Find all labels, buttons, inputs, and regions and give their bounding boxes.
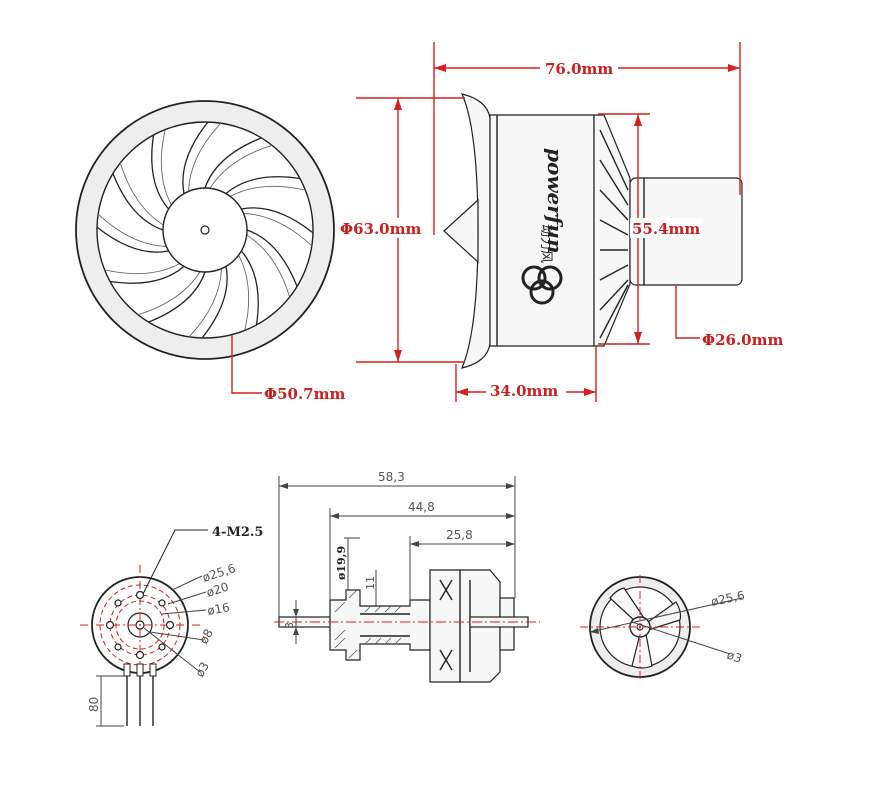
prop-adapter <box>329 589 431 661</box>
screw-spec-label: 4-M2.5 <box>212 525 263 540</box>
rotor-blade-edge <box>137 271 201 316</box>
section-hatching <box>334 589 402 659</box>
spinner-cone <box>443 198 479 264</box>
motor-diameter-label: Φ26.0mm <box>702 331 783 349</box>
rotor-blade-edge <box>229 185 306 197</box>
rotor-blade <box>110 265 185 284</box>
rotor-blade <box>112 173 164 231</box>
rotor-blade <box>201 266 228 339</box>
len-44-8-label: 44,8 <box>408 500 435 514</box>
dim-body-length: 34.0mm <box>455 346 597 402</box>
d-20-label: ø20 <box>205 580 231 600</box>
brand-name: powerfun <box>543 148 567 254</box>
motor-bell <box>429 569 501 683</box>
rotor-blade-edge <box>246 234 291 298</box>
rotor-blade <box>240 250 259 325</box>
rotor-blade-edge <box>104 263 181 275</box>
stator-vanes <box>599 129 629 339</box>
rear-d-3-label: ø3 <box>725 648 744 666</box>
dim-body-diameter: 55.4mm <box>598 113 702 345</box>
rotor-blade <box>148 271 206 323</box>
dim-shaft-3: 3 <box>283 600 299 644</box>
d-3-label: ø3 <box>192 660 212 680</box>
d-8-label: ø8 <box>196 627 216 647</box>
rotor-diameter-callout: Φ50.7mm <box>231 335 345 403</box>
rotor-blade-edge <box>209 144 273 189</box>
dim-58-3: 58,3 <box>278 470 516 617</box>
rear-spoke <box>609 587 645 623</box>
screw-callout: 4-M2.5 <box>142 525 263 595</box>
rotor-blade-edge <box>238 254 250 331</box>
dim-44-8: 44,8 <box>329 500 515 600</box>
dim-25-8: 25,8 <box>409 528 515 600</box>
rear-d-25-6-label: ø25,6 <box>710 588 746 609</box>
rotor-blade <box>225 176 300 195</box>
len-58-3-label: 58,3 <box>378 470 405 484</box>
body-diameter-label: 55.4mm <box>632 220 700 238</box>
rotor-blade-edge <box>160 129 172 206</box>
hub-center-hole <box>200 225 210 235</box>
len-25-8-label: 25,8 <box>446 528 473 542</box>
rotor-blade <box>241 207 314 234</box>
rotor-blade <box>204 137 262 189</box>
shroud-diameter-label: Φ63.0mm <box>340 220 421 238</box>
dim-overall-length: 76.0mm <box>433 42 741 235</box>
body-length-label: 34.0mm <box>490 382 558 400</box>
motor-section-view <box>274 569 540 683</box>
dim-shroud-diameter: Φ63.0mm <box>338 97 465 363</box>
rotor-blade <box>151 135 170 210</box>
fan-front-view <box>75 100 335 360</box>
rotor-blade-edge <box>188 122 222 192</box>
brand-chinese: 动力风 <box>538 224 553 263</box>
d-11-label: 11 <box>364 576 377 590</box>
rear-spoke <box>647 601 682 631</box>
rotor-blade-edge <box>97 213 167 247</box>
lead-length-label: 80 <box>87 697 101 712</box>
d-16-label: ø16 <box>206 600 231 618</box>
rear-spoke <box>631 633 653 669</box>
rotor-blade-edge <box>243 213 313 247</box>
rotor-blade <box>246 229 298 287</box>
rotor-blade <box>182 121 209 194</box>
overall-length-label: 76.0mm <box>545 60 613 78</box>
rotor-blade-edge <box>119 162 164 226</box>
dim-motor-diameter: Φ26.0mm <box>675 285 783 349</box>
powerfun-logo: powerfun 动力风 <box>521 148 567 305</box>
rotor-blade <box>96 226 169 253</box>
inlet-lip <box>460 93 491 369</box>
dim-11: 11 <box>364 570 377 606</box>
d-19-9-label: ø19,9 <box>335 546 348 580</box>
dim-19-9: ø19,9 <box>335 537 360 590</box>
motor-leads: 80 <box>87 675 154 727</box>
motor-rear-view: ø25,6 ø3 <box>580 575 746 680</box>
motor-front-view <box>80 565 200 690</box>
shaft-3-label: 3 <box>283 622 296 629</box>
rotor-blade-edge <box>188 268 222 338</box>
rotor-blades <box>96 121 314 339</box>
rotor-diameter-label: Φ50.7mm <box>264 385 345 403</box>
stator-section <box>593 114 631 347</box>
